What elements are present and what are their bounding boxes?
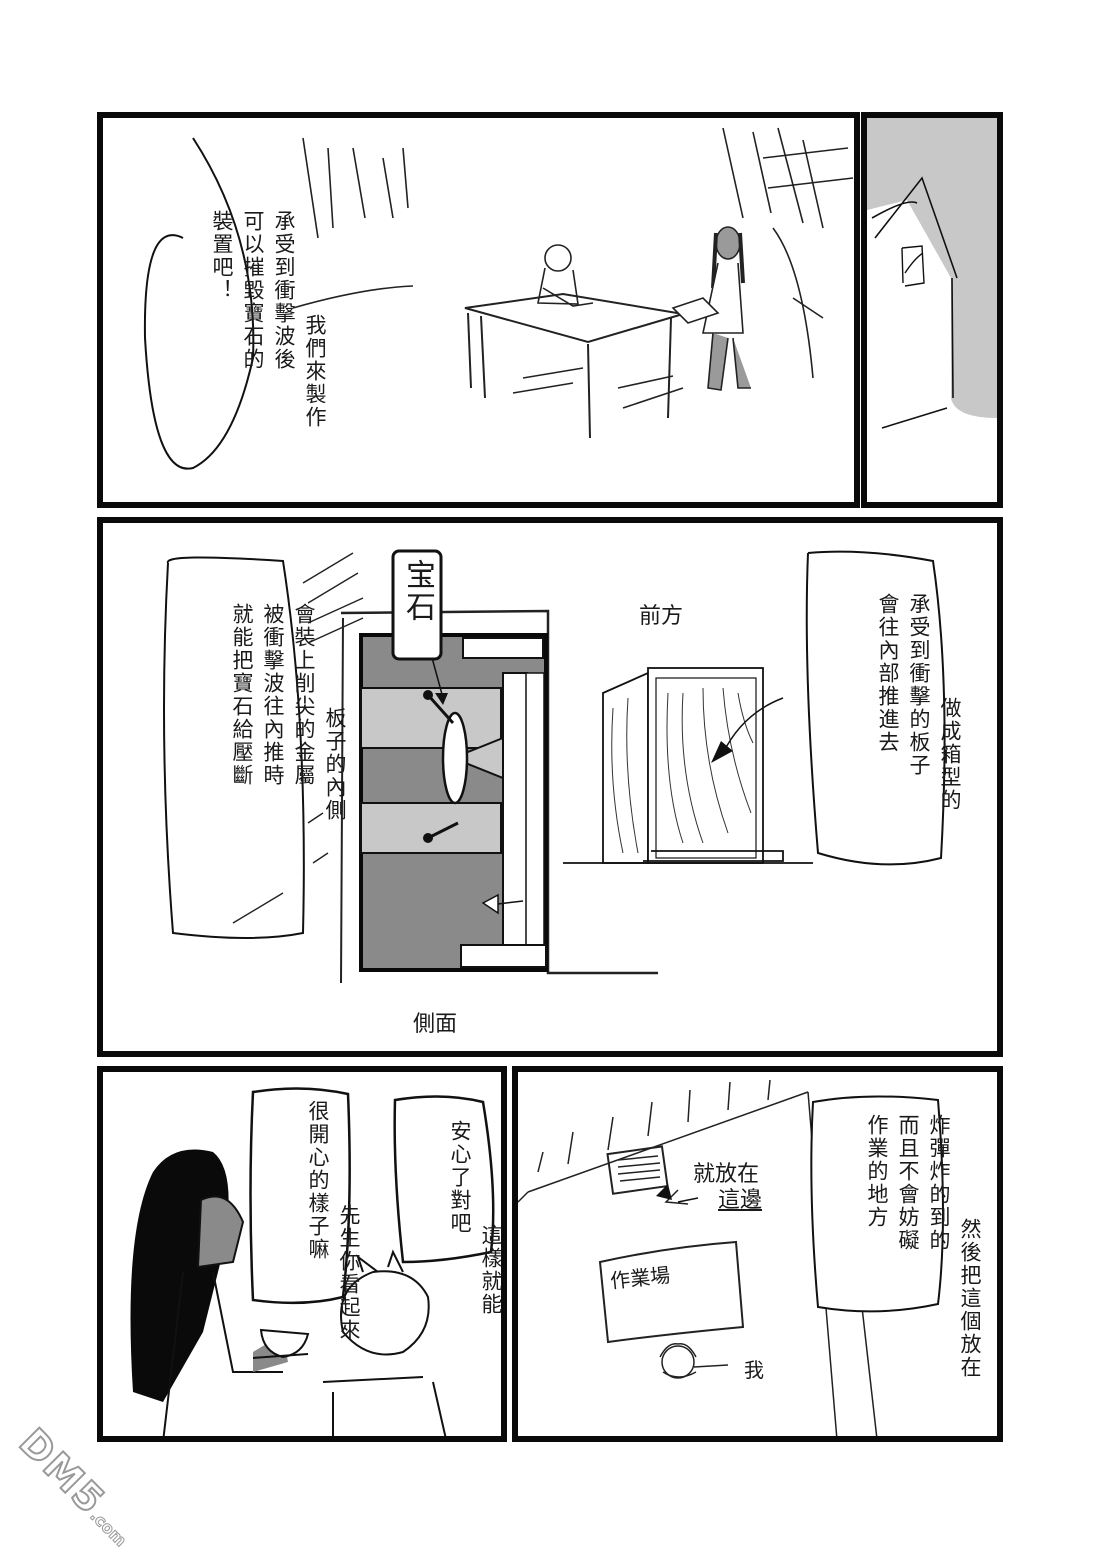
front-label: 前方 <box>639 604 684 629</box>
speech-bubble-panel-3-left: 板子的內側會裝上削尖的金屬被衝擊波往內推時就能把寶石給壓斷 <box>195 603 381 822</box>
speech-line: 裝置吧！ <box>210 210 234 302</box>
speech-line: 這樣就能 <box>479 1224 503 1316</box>
speech-line: 可以摧毀寶石的 <box>241 210 265 371</box>
panel-1: 我們來製作承受到衝擊波後可以摧毀寶石的裝置吧！ <box>97 112 860 508</box>
gem-label: 宝石 <box>400 559 435 623</box>
speech-bubble-panel-5: 然後把這個放在炸彈炸的到的而且不會妨礙作業的地方 <box>830 1114 997 1379</box>
speech-line: 承受到衝擊的板子 <box>907 593 931 777</box>
speech-line: 很開心的樣子嘛 <box>306 1100 330 1261</box>
speech-line: 炸彈炸的到的 <box>927 1114 951 1252</box>
speech-bubble-panel-3-right: 做成箱型的承受到衝擊的板子會往內部推進去 <box>841 593 996 812</box>
speech-line: 我們來製作 <box>303 314 327 429</box>
panel-3: 板子的內側會裝上削尖的金屬被衝擊波往內推時就能把寶石給壓斷 做成箱型的承受到衝擊… <box>97 517 1003 1057</box>
side-label: 側面 <box>413 1012 458 1037</box>
speech-bubble-woman: 先生你看起來很開心的樣子嘛 <box>271 1100 395 1342</box>
speech-line: 先生你看起來 <box>337 1204 361 1342</box>
panel-4-art <box>130 1087 495 1436</box>
panel-3-art <box>163 549 946 984</box>
watermark-logo: DM5.com <box>10 1419 142 1551</box>
panel-2 <box>861 112 1003 508</box>
speech-line: 就能把寶石給壓斷 <box>230 603 254 787</box>
speech-line: 然後把這個放在 <box>958 1218 982 1379</box>
speech-line: 板子的內側 <box>323 707 347 822</box>
panel-4: 先生你看起來很開心的樣子嘛 這樣就能安心了對吧 <box>97 1066 507 1442</box>
speech-bubble-man: 這樣就能安心了對吧 <box>413 1120 503 1316</box>
speech-line: 會裝上削尖的金屬 <box>292 603 316 787</box>
speech-line: 承受到衝擊波後 <box>272 210 296 371</box>
speech-line: 被衝擊波往內推時 <box>261 603 285 787</box>
here-label-line-2: 這邊 <box>718 1188 763 1213</box>
panel-5: 然後把這個放在炸彈炸的到的而且不會妨礙作業的地方 就放在 這邊 作業場 我 <box>512 1066 1003 1442</box>
here-label-line-1: 就放在 <box>693 1162 760 1187</box>
speech-bubble-panel-1: 我們來製作承受到衝擊波後可以摧毀寶石的裝置吧！ <box>175 210 361 429</box>
speech-line: 作業的地方 <box>865 1114 889 1229</box>
speech-line: 做成箱型的 <box>938 697 962 812</box>
panel-2-art <box>867 118 997 502</box>
speech-line: 安心了對吧 <box>448 1120 472 1235</box>
speech-line: 而且不會妨礙 <box>896 1114 920 1252</box>
panel-1-art <box>143 127 854 470</box>
watermark-suffix: .com <box>86 1506 131 1551</box>
panel-5-art <box>518 1079 944 1436</box>
me-label: 我 <box>744 1358 764 1382</box>
speech-line: 會往內部推進去 <box>876 593 900 754</box>
